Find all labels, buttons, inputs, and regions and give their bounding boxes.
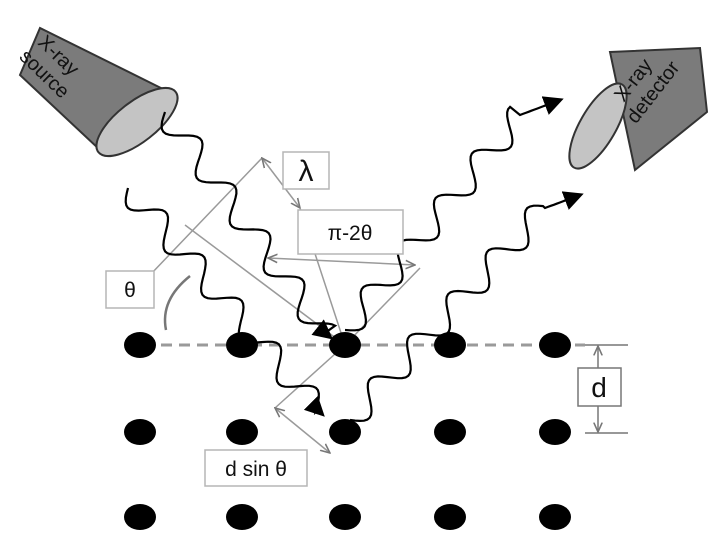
atom [329,504,361,530]
atom [539,419,571,445]
atom [124,332,156,358]
angle-bracket [268,258,415,265]
detector-tube-face [568,82,628,170]
atom [226,332,258,358]
atom-lattice [124,332,571,530]
d-sin-theta-bracket [275,408,330,453]
detector-tube-body [608,46,709,172]
atom [124,419,156,445]
xray-detector: X-ray detector [568,46,709,172]
wavelength-label-box: λ [282,151,330,190]
source-tube-face [95,86,179,158]
theta-label: θ [124,279,136,302]
reflected-wave-lower [349,191,584,423]
atom [124,504,156,530]
wavelength-bracket [262,158,300,208]
atom [226,504,258,530]
construction-lines [149,157,421,453]
theta-arc [163,275,191,331]
path-angle-label-box: π-2θ [297,209,404,255]
outgoing-wavefront-line [344,267,421,346]
d-label-box: d [577,367,622,407]
d-sin-theta-label: d sin θ [225,458,287,481]
incident-wave-lower [124,187,325,417]
atom [539,504,571,530]
reflected-wave-upper [344,96,564,332]
d-label: d [591,372,607,403]
atom [434,332,466,358]
wavelength-label: λ [299,155,314,188]
atom [329,332,361,358]
theta-label-box: θ [105,270,155,309]
atom [329,419,361,445]
lower-path-line [274,344,346,409]
atom [434,419,466,445]
atom [539,332,571,358]
incident-wavefront-line [149,157,263,276]
path-angle-label: π-2θ [328,222,373,245]
atom [434,504,466,530]
xray-source: X-ray source [15,26,179,158]
d-sin-theta-label-box: d sin θ [204,449,308,487]
atom [226,419,258,445]
incident-wave-upper [160,111,338,340]
